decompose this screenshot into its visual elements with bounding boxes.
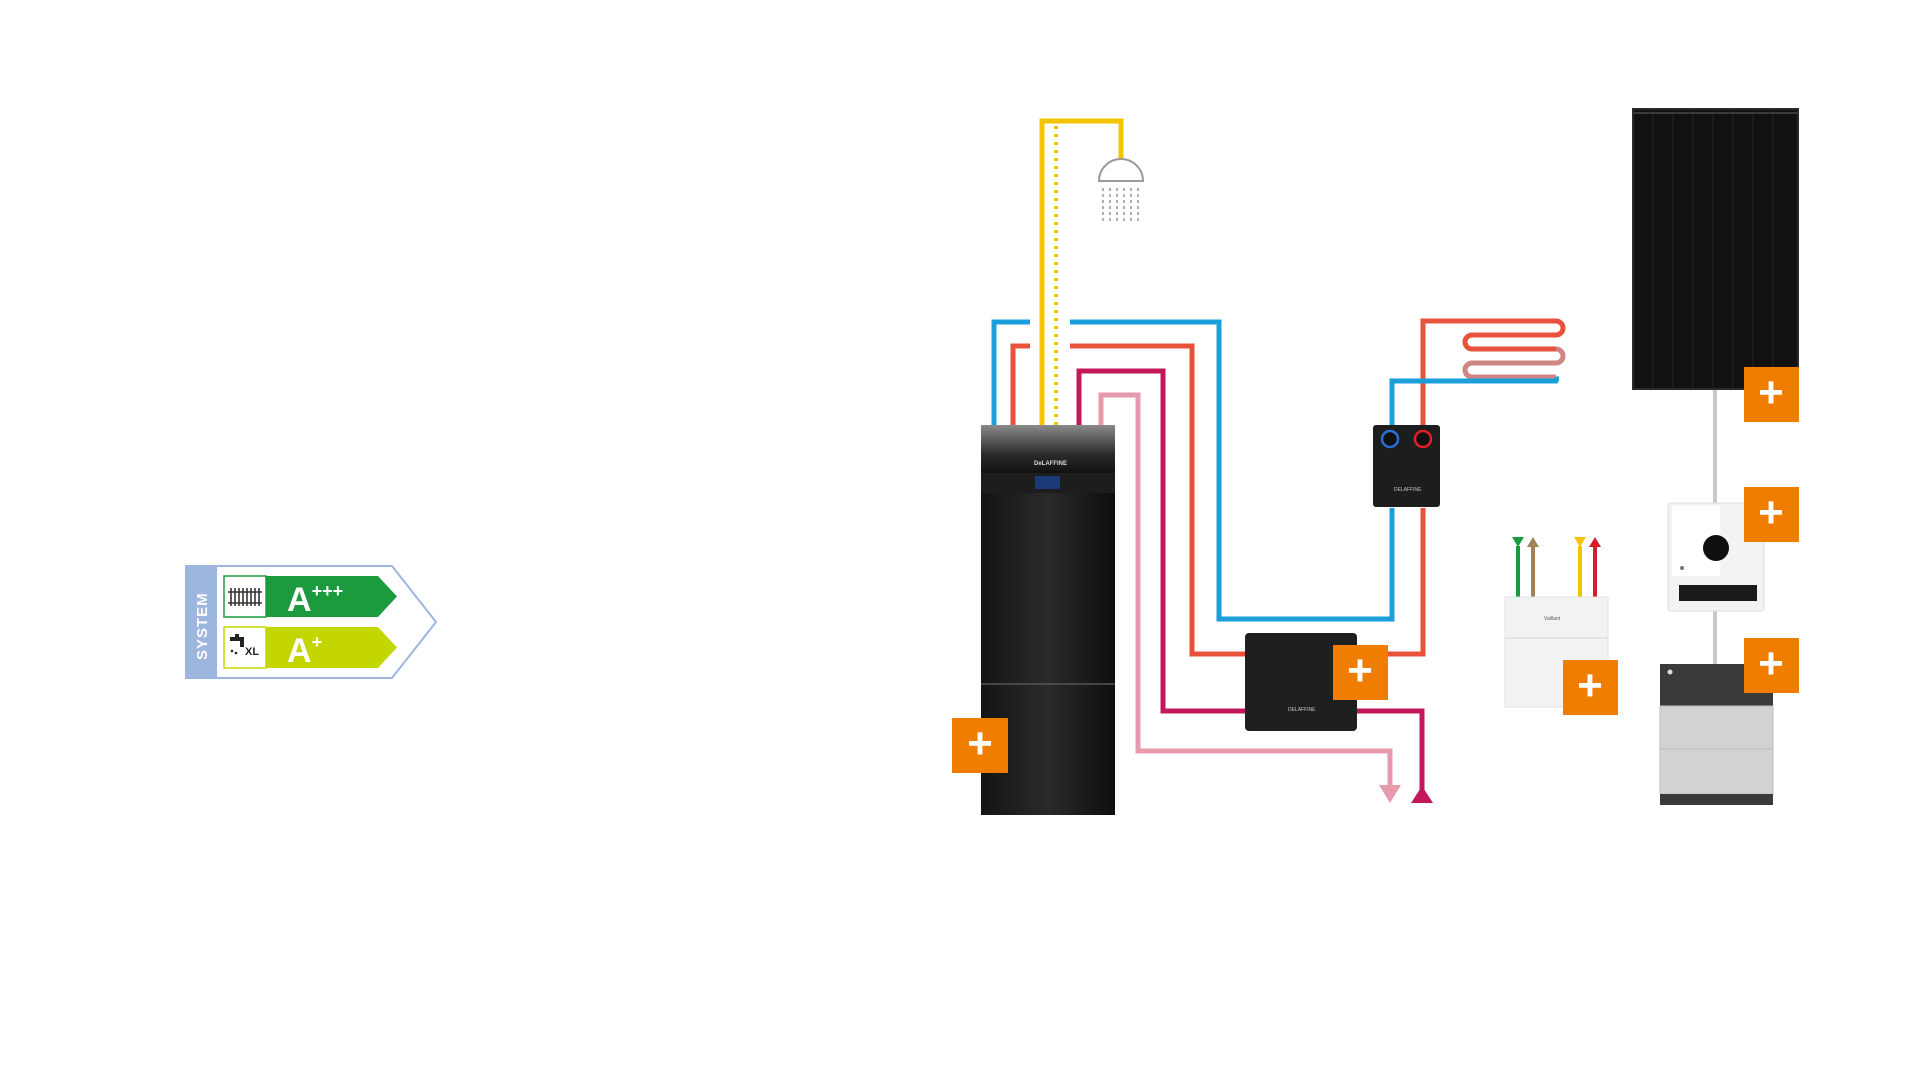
controller-logo: DELAFFINE <box>1288 707 1316 713</box>
heat-pump-plus-label[interactable]: + <box>967 719 993 768</box>
pv-module <box>1632 108 1799 390</box>
pink-pipe <box>1098 392 1393 785</box>
heating-class-arrow <box>266 576 397 617</box>
heat-pump-display <box>1035 476 1060 489</box>
battery-plus-button[interactable]: + <box>1744 638 1799 693</box>
heat-pump-plus-button[interactable]: + <box>952 718 1008 773</box>
heating-class-letter: A <box>287 581 312 619</box>
pipe-network <box>991 118 1465 790</box>
hot-water-class-arrow <box>266 627 397 668</box>
mixing-station-gauge-red <box>1413 429 1433 449</box>
energy-label: SYSTEM A+++ XL A+ <box>185 565 438 679</box>
inverter-display <box>1703 535 1729 561</box>
mixing-station-unit: DELAFFINE <box>1373 425 1440 507</box>
battery-module-1 <box>1659 705 1774 750</box>
heat-pump-logo: DeLAFFINE <box>1034 461 1067 467</box>
heating-class: A+++ <box>287 581 343 619</box>
battery-plus-bg[interactable] <box>1744 638 1799 693</box>
pv-module-plus-bg[interactable] <box>1744 367 1799 422</box>
controller-body <box>1245 633 1357 731</box>
inverter-plus-button[interactable]: + <box>1744 487 1799 542</box>
inverter-unit <box>1667 502 1765 612</box>
pv-module-cells <box>1652 111 1774 387</box>
mixing-station-gauge-blue <box>1380 429 1400 449</box>
battery-module-2 <box>1659 748 1774 795</box>
shower-icon <box>1097 158 1145 222</box>
shower-spray <box>1102 188 1139 222</box>
pv-module-frame <box>1632 108 1799 390</box>
magenta-pipe <box>1076 368 1250 714</box>
heating-class-plus: +++ <box>312 581 344 601</box>
ventilation-arrow-brown <box>1527 537 1539 547</box>
energy-label-system-bar <box>186 566 217 678</box>
red-pipe-main <box>1070 343 1250 657</box>
red-pipe-upper <box>1420 318 1465 426</box>
pv-module-plus-button[interactable]: + <box>1744 367 1799 422</box>
energy-label-system-text: SYSTEM <box>194 592 211 660</box>
red-pipe-right <box>1355 508 1426 657</box>
blue-pipe-left <box>991 319 1030 425</box>
controller-plus-bg[interactable] <box>1333 645 1388 700</box>
heat-pump-plus-bg[interactable] <box>952 718 1008 773</box>
hot-water-load-profile: XL <box>245 646 259 658</box>
underfloor-coil-cool <box>1462 346 1566 380</box>
blue-pipe-main <box>1070 319 1395 622</box>
underfloor-coil-warm <box>1462 318 1566 352</box>
inverter-plus-bg[interactable] <box>1744 487 1799 542</box>
battery-unit <box>1659 664 1774 805</box>
hot-water-class-plus: + <box>312 632 323 652</box>
tap-icon <box>230 634 244 655</box>
battery-plus-label[interactable]: + <box>1758 639 1784 688</box>
controller-plus-button[interactable]: + <box>1333 645 1388 700</box>
ventilation-arrow-red <box>1589 537 1601 547</box>
ventilation-arrow-yellow <box>1574 537 1586 547</box>
hot-water-class-letter: A <box>287 632 312 670</box>
radiator-icon <box>228 588 262 606</box>
inverter-base <box>1679 585 1757 601</box>
cold-water-pipe <box>1039 118 1124 425</box>
magenta-pipe-out <box>1355 708 1425 790</box>
ventilation-plus-button[interactable]: + <box>1563 660 1618 715</box>
pv-module-plus-label[interactable]: + <box>1758 368 1784 417</box>
controller-plus-label[interactable]: + <box>1347 646 1373 695</box>
magenta-outflow-arrow <box>1411 786 1433 803</box>
ventilation-logo: Vaillant <box>1544 616 1561 622</box>
hot-water-class: A+ <box>287 632 322 670</box>
ventilation-plus-bg[interactable] <box>1563 660 1618 715</box>
underfloor-heating-coil <box>1420 318 1566 384</box>
mixing-station-logo: DELAFFINE <box>1394 487 1422 493</box>
shower-head <box>1097 158 1145 182</box>
ventilation-arrow-green <box>1512 537 1524 547</box>
ventilation-plus-label[interactable]: + <box>1577 661 1603 710</box>
underfloor-coil-return <box>1420 375 1560 384</box>
battery-base <box>1660 794 1773 805</box>
inverter-plus-label[interactable]: + <box>1758 488 1784 537</box>
inverter-led <box>1680 566 1684 570</box>
heat-pump-top-panel <box>981 425 1115 473</box>
hot-water-icon-box <box>223 626 267 669</box>
pink-outflow-arrow <box>1379 785 1401 803</box>
blue-pipe-upper <box>1389 378 1420 426</box>
controller-unit: DELAFFINE <box>1245 633 1357 731</box>
battery-led <box>1667 669 1673 675</box>
red-pipe-left <box>1010 343 1030 425</box>
